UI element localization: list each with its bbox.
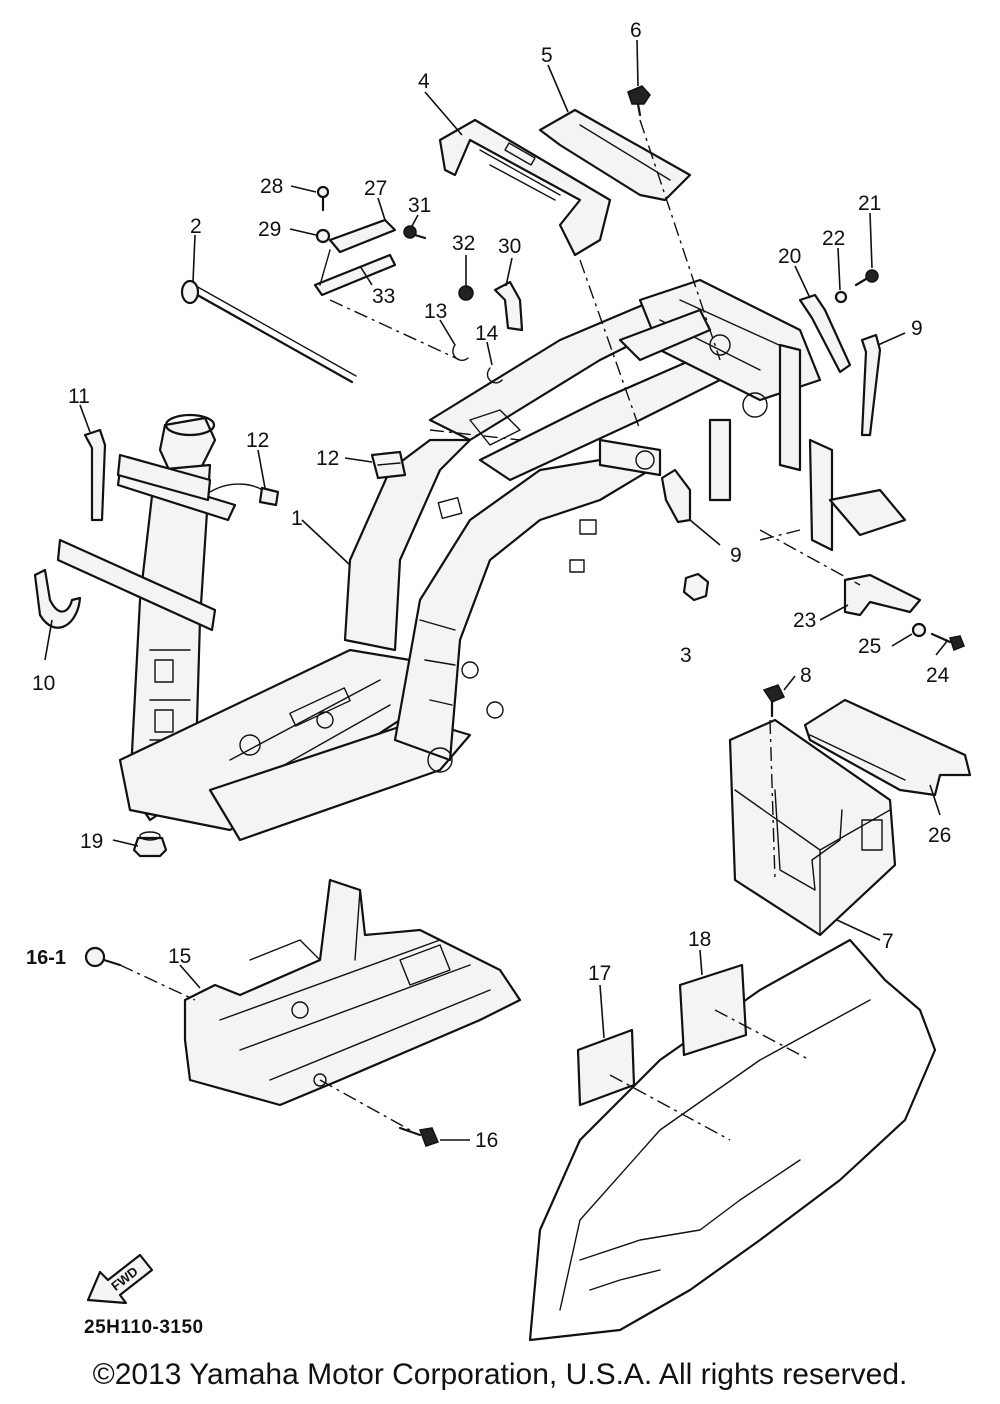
battery-box (728, 718, 897, 937)
callout-4: 4 (418, 70, 430, 93)
band-10 (33, 568, 82, 629)
small-fasteners (315, 185, 474, 301)
caution-labels (576, 963, 748, 1107)
callout-13: 13 (424, 300, 447, 323)
bracket-20 (798, 293, 852, 374)
callout-labels: 1 2 3 4 5 6 7 8 9 9 10 11 12 12 13 14 15… (26, 19, 951, 1152)
fwd-arrow-icon: FWD (86, 1253, 154, 1305)
nut-3 (682, 572, 710, 602)
bolt-6 (627, 85, 651, 117)
callout-21: 21 (858, 192, 881, 215)
battery-cover (803, 698, 972, 797)
callout-3: 3 (680, 644, 692, 667)
clamp-30 (493, 280, 524, 332)
callout-16-1: 16-1 (26, 947, 66, 969)
bolts-21-22 (834, 269, 879, 304)
clips-13-14 (452, 344, 503, 384)
callout-17: 17 (588, 962, 611, 985)
main-frame (56, 278, 907, 842)
callout-30: 30 (498, 235, 521, 258)
callout-18: 18 (688, 928, 711, 951)
callout-9-right: 9 (911, 317, 923, 340)
bracket-23 (843, 573, 922, 617)
side-cover-panel (528, 938, 937, 1342)
clip-12-center (370, 450, 407, 480)
callout-23: 23 (793, 609, 816, 632)
callout-29: 29 (258, 218, 281, 241)
callout-2: 2 (190, 215, 202, 238)
callout-11: 11 (68, 385, 90, 408)
callout-19: 19 (80, 830, 103, 853)
rear-carrier-bracket (438, 118, 612, 257)
bolt-8 (762, 684, 786, 718)
callout-12-left: 12 (246, 429, 269, 452)
axle-bolt (180, 279, 357, 384)
callout-28: 28 (260, 175, 283, 198)
assembly-lines (119, 119, 861, 1141)
under-cover (183, 878, 522, 1107)
band-9-right (860, 333, 882, 437)
callout-6: 6 (630, 19, 642, 42)
callout-12-center: 12 (316, 447, 339, 470)
callout-16: 16 (475, 1129, 498, 1152)
callout-5: 5 (541, 44, 553, 67)
callout-9-lower: 9 (730, 544, 742, 567)
callout-31: 31 (408, 194, 431, 217)
callout-32: 32 (452, 232, 475, 255)
callout-14: 14 (475, 322, 499, 345)
callout-27: 27 (364, 177, 387, 200)
clip-12-left (209, 483, 280, 507)
grommet-19 (132, 831, 168, 858)
callout-22: 22 (822, 227, 845, 250)
callout-8: 8 (800, 664, 812, 687)
callout-7: 7 (882, 930, 894, 953)
part-code: 25H110-3150 (84, 1317, 204, 1338)
callout-33: 33 (372, 285, 395, 308)
copyright-notice: ©2013 Yamaha Motor Corporation, U.S.A. A… (92, 1358, 908, 1391)
callout-25: 25 (858, 635, 881, 658)
band-11 (83, 428, 107, 522)
seat-support-bracket (538, 108, 692, 202)
band-9-lower (660, 468, 692, 524)
bolts-24-25 (911, 622, 965, 651)
callout-1: 1 (291, 507, 303, 530)
callout-20: 20 (778, 245, 801, 268)
bracket-27-33 (313, 218, 397, 297)
screws-16 (84, 946, 440, 1147)
callout-10: 10 (32, 672, 55, 695)
callout-24: 24 (926, 664, 950, 687)
callout-15: 15 (168, 945, 191, 968)
callout-26: 26 (928, 824, 951, 847)
leader-lines (44, 39, 949, 1141)
